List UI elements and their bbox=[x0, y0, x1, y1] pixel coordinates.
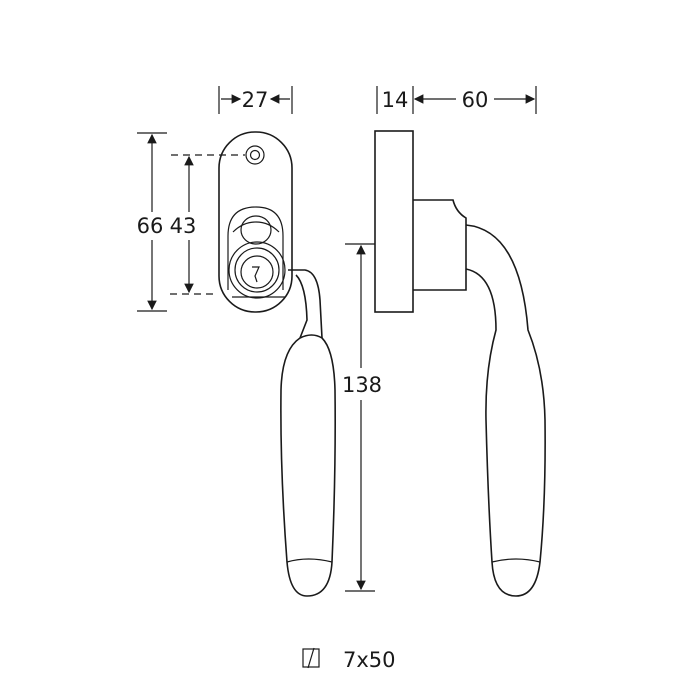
dimension-hole-spacing-43: 43 bbox=[170, 154, 245, 295]
handle-lever-side bbox=[465, 224, 546, 597]
side-view-handle bbox=[374, 130, 546, 597]
dimension-width-27: 27 bbox=[218, 86, 293, 114]
screw-hole-icon bbox=[245, 145, 265, 165]
dimension-label: 66 bbox=[137, 214, 164, 238]
dimension-height-66: 66 bbox=[137, 132, 167, 312]
base-plate bbox=[374, 130, 414, 313]
spindle-label: 7x50 bbox=[343, 648, 396, 672]
spindle-block bbox=[413, 199, 467, 291]
dimension-label: 27 bbox=[242, 88, 269, 112]
handle-lever-front bbox=[280, 269, 336, 597]
dimension-projection-60: 60 bbox=[413, 86, 537, 114]
dimension-base-depth-14: 14 bbox=[376, 86, 414, 114]
dimension-label: 138 bbox=[342, 373, 382, 397]
dimension-label: 60 bbox=[462, 88, 489, 112]
square-spindle-icon bbox=[302, 647, 320, 669]
dimension-handle-length-138: 138 bbox=[342, 243, 382, 592]
spindle-spec: 7x50 bbox=[302, 647, 396, 672]
lock-cylinder-icon bbox=[227, 206, 286, 299]
dimension-label: 43 bbox=[170, 214, 197, 238]
front-view-handle bbox=[218, 131, 336, 597]
dimension-label: 14 bbox=[382, 88, 409, 112]
rosette-plate bbox=[218, 131, 293, 313]
